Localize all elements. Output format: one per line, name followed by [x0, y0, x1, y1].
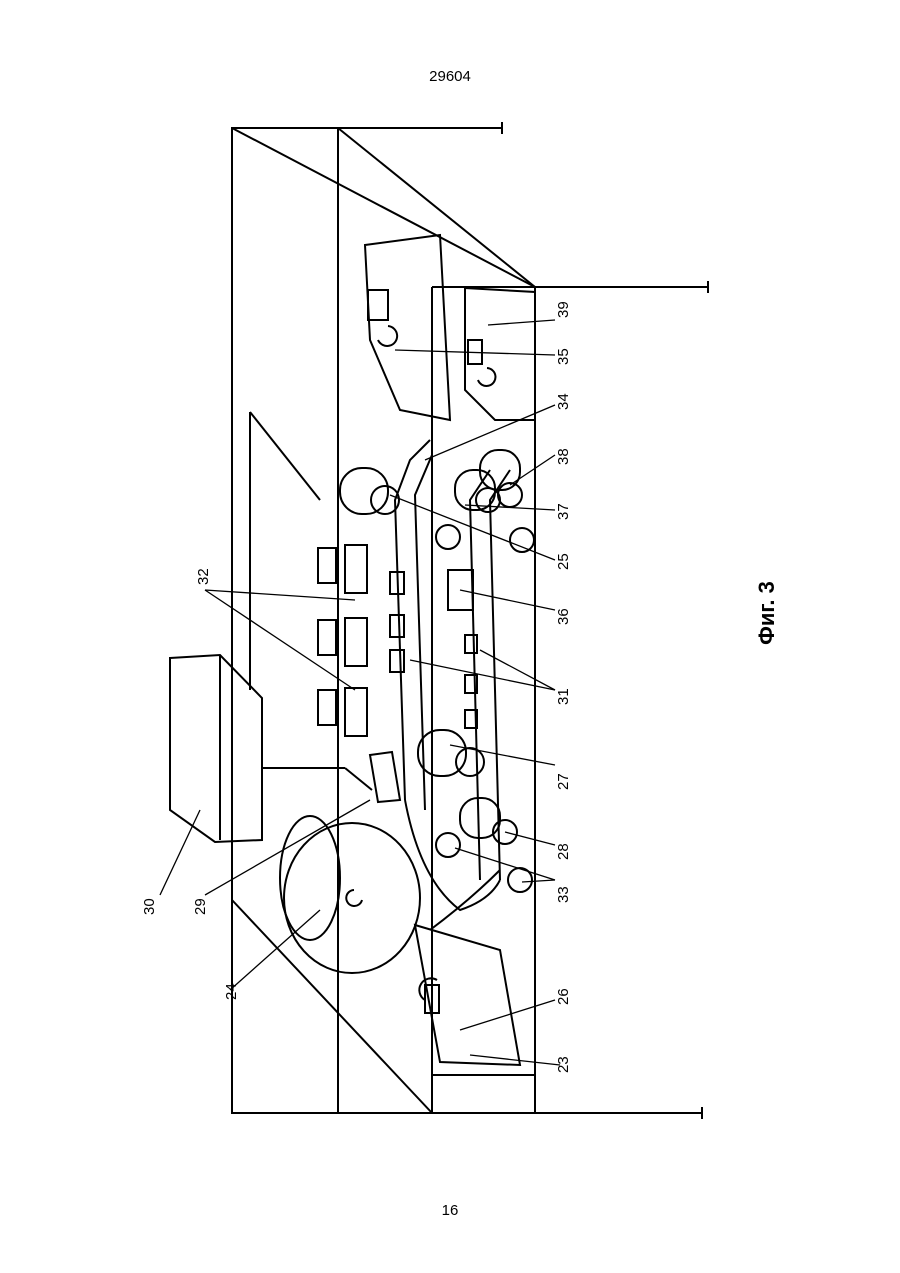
lower-conveyor [430, 470, 510, 930]
label-29: 29 [192, 898, 209, 915]
label-23: 23 [555, 1056, 572, 1073]
print-head-29 [370, 752, 400, 802]
label-31: 31 [555, 688, 572, 705]
magazine-35 [365, 235, 450, 420]
figure-caption: Фиг. 3 [754, 581, 780, 645]
label-36: 36 [555, 608, 572, 625]
page-number: 16 [0, 1202, 900, 1219]
label-37: 37 [555, 503, 572, 520]
magazine-26 [415, 925, 520, 1065]
label-32: 32 [195, 568, 212, 585]
label-39: 39 [555, 301, 572, 318]
label-24: 24 [223, 983, 240, 1000]
label-33: 33 [555, 886, 572, 903]
label-28: 28 [555, 843, 572, 860]
label-27: 27 [555, 773, 572, 790]
base-frame [232, 122, 708, 1119]
label-35: 35 [555, 348, 572, 365]
label-30: 30 [141, 898, 158, 915]
label-26: 26 [555, 988, 572, 1005]
label-38: 38 [555, 448, 572, 465]
control-box [170, 412, 372, 842]
label-34: 34 [555, 393, 572, 410]
label-25: 25 [555, 553, 572, 570]
